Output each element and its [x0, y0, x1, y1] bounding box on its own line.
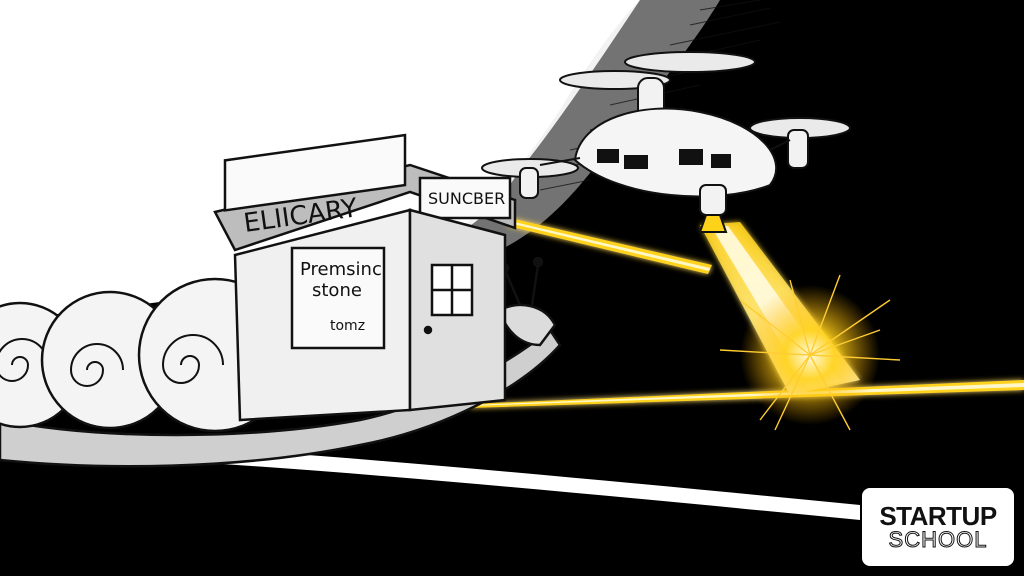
- startup-school-logo: STARTUP SCHOOL: [862, 488, 1014, 566]
- kiosk-sign-right-board: [418, 176, 512, 220]
- logo-line-1: STARTUP: [879, 501, 997, 531]
- kiosk-window-line-2: stone: [312, 280, 362, 301]
- kiosk: [213, 133, 517, 422]
- kiosk-window-frame: [290, 246, 386, 350]
- kiosk-window-line-3: tomz: [330, 318, 365, 334]
- logo-line-2: SCHOOL: [888, 527, 988, 552]
- kiosk-sign-left-board: [223, 133, 407, 212]
- drone: [481, 51, 851, 233]
- kiosk-window-line-1: Premsinc: [300, 259, 382, 280]
- kiosk-sign-right: SUNCBER: [428, 189, 505, 208]
- snails: [0, 256, 562, 468]
- spark-burst: [719, 274, 901, 431]
